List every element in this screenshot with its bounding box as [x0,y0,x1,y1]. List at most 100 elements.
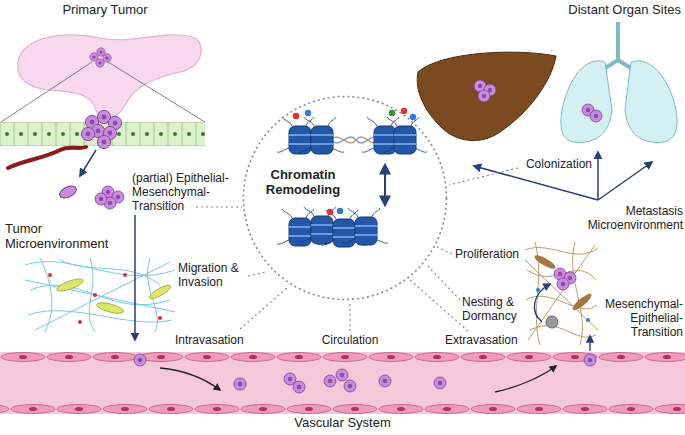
dotted-circle [244,97,447,300]
migration-arrow [80,150,96,176]
metastatic-fibroblasts [571,292,594,313]
lung-organ [602,22,634,70]
invasion-arrow [134,215,136,340]
step-label: Circulation [315,334,385,348]
migration-arrow [80,150,96,176]
zoom-lines [1,62,92,122]
open-chromatin [382,117,427,154]
invading-tumor-cells [81,110,121,148]
primary-tumor-cells [103,54,111,62]
blood-vessel [8,147,86,168]
leader-lines [410,280,468,331]
migrating-cells [58,184,124,209]
signal-dots [93,293,97,297]
dormancy-arrows [589,336,590,351]
zoom-lines [108,62,205,122]
extracellular-fibers [25,258,175,332]
collagen-mesh [525,260,598,330]
colonization-arrows [597,152,599,200]
metastatic-fibroblasts [533,253,557,271]
vessel-arrows [495,366,556,392]
step-label: Colonization [510,158,592,172]
closed-chromatin [343,208,388,245]
vessel-lumen [0,404,685,414]
step-label: Extravasation [445,334,530,348]
leader-lines [349,303,350,331]
vessel-band: Vascular System [0,352,685,433]
primary-tumor-cells [96,59,104,67]
blood-vessel [8,147,86,168]
step-label: Migration & Invasion [178,262,258,290]
circulating-cells [134,354,146,366]
liver-organ [417,52,556,140]
open-chromatin [331,137,378,143]
circulating-cells [434,377,446,389]
circulating-cells [234,378,246,390]
pancreas-organ [18,35,202,118]
region-title: Vascular System [0,416,685,431]
metastatic-cells [586,318,590,322]
leader-lines [196,206,242,207]
vessel-arrows [160,366,556,392]
collagen-mesh [525,242,598,345]
vessel-lumen [0,352,685,414]
open-chromatin [305,110,311,116]
closed-chromatin [327,209,333,215]
liver-organ [417,52,556,140]
invading-tumor-cells [81,127,94,140]
circulating-cells [336,369,348,381]
signal-dots [123,273,127,277]
open-chromatin [389,110,395,116]
collagen-mesh [525,248,598,255]
circulating-cells [293,381,305,393]
remodeling-arrow [384,165,386,205]
vessel-lumen [0,352,685,362]
step-label: Nesting & Dormancy [462,296,524,324]
leader-lines [248,272,266,276]
vessel-illustration [0,352,685,414]
colonization-arrows [474,152,652,200]
circulating-cells [134,354,596,393]
organ-title: Primary Tumor [40,3,170,18]
invasion-arrow [135,215,136,340]
dormancy-arrows [534,284,590,351]
circulating-cells [324,375,336,387]
fibroblasts [95,301,124,316]
leader-lines [437,247,452,254]
region-label: Tumor Microenvironment [5,222,125,252]
metastatic-cells [557,278,569,290]
leader-lines [449,168,518,185]
metastatic-fibroblasts [533,253,594,312]
circulating-cells [379,375,391,387]
fibroblasts [55,276,84,293]
open-chromatin [331,137,378,143]
open-chromatin [277,108,427,154]
open-chromatin [293,113,299,119]
lung-organ [590,110,602,122]
collagen-mesh [530,326,596,337]
circulating-cells [584,354,596,366]
lung-organ [561,61,612,143]
metastatic-cells [546,316,558,328]
colonization-arrows [598,162,652,200]
signal-dots [158,316,162,320]
step-label: Mesenchymal-Epithelial-Transition [600,298,683,339]
step-label: Intravasation [175,334,265,348]
open-chromatin [410,114,416,120]
invading-tumor-cells [97,135,110,148]
open-chromatin [401,108,407,114]
region-label: Metastasis Microenvironment [575,205,683,233]
metastatic-cells [536,268,590,328]
primary-tumor-cells [90,48,111,67]
collagen-mesh [573,242,583,345]
signal-dots [48,273,52,277]
closed-chromatin [337,208,343,214]
migrating-cells [95,193,107,205]
extracellular-fibers [25,262,175,276]
metastatic-cells [536,288,540,292]
vessel-arrows [160,368,220,390]
dormancy-arrows [534,284,550,322]
signal-dots [78,320,82,324]
step-label: Proliferation [455,248,531,262]
pancreas-organ [18,35,202,118]
